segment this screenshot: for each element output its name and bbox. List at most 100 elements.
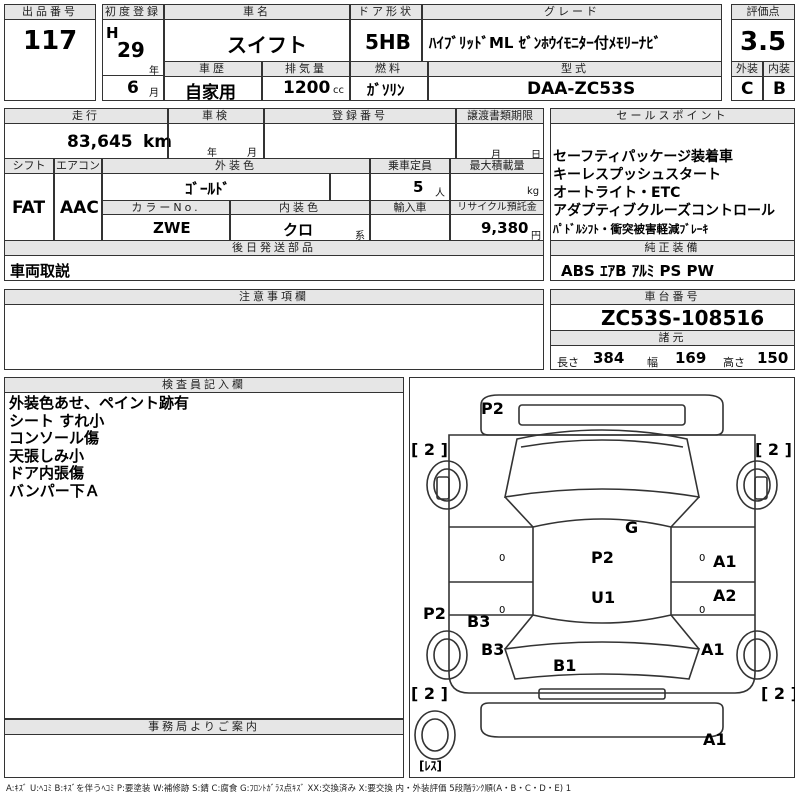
width: 169	[675, 349, 707, 367]
sales-point-item: セーフティパッケージ装着車	[553, 149, 734, 165]
car-diagram-frame	[409, 377, 795, 778]
score-label: 評価点	[731, 4, 795, 20]
later-parts: 車両取説	[10, 262, 71, 280]
inspector-item: ドア内張傷	[9, 464, 85, 482]
lot-number: 117	[23, 26, 78, 56]
reg-no-label: 登録番号	[264, 108, 456, 124]
era: H	[106, 24, 119, 42]
score: 3.5	[740, 27, 787, 57]
later-parts-cell: 車両取説	[4, 255, 544, 281]
zero-left-rear: 0	[499, 605, 505, 616]
interior-cell: B	[763, 76, 795, 101]
inspector-item: バンパー下Ａ	[9, 481, 100, 500]
mark-a1-rear-bumper: A1	[703, 730, 727, 749]
recycle-label: リサイクル預託金	[450, 200, 544, 215]
ext-color-cell: ｺﾞｰﾙﾄﾞ	[102, 173, 330, 201]
dims-cell: 長さ 384 幅 169 高さ 150	[550, 345, 795, 370]
ac-label: エアコン	[54, 158, 102, 174]
chassis-number: ZC53S-108516	[601, 306, 765, 330]
recycle-unit: 円	[531, 231, 541, 242]
mark-g: G	[625, 518, 638, 537]
damage-marks: P2 [ 2 ] [ 2 ] G P2 A1 A2 U1 P2 B3 B3 A1…	[411, 399, 795, 773]
equipment-label: 純正装備	[550, 240, 795, 256]
import-cell	[370, 214, 450, 241]
height: 150	[757, 349, 789, 367]
year-unit: 年	[149, 66, 159, 77]
model-code: DAA-ZC53S	[527, 79, 636, 99]
transfer-cell: 月 日	[456, 123, 544, 161]
first-reg-cell: H 29 年	[102, 19, 164, 77]
office-cell	[4, 734, 404, 778]
mark-bracket-rl: [ 2 ]	[411, 684, 448, 703]
history-label: 車歴	[164, 61, 262, 77]
shift-label: シフト	[4, 158, 54, 174]
car-name-label: 車名	[164, 4, 350, 20]
length: 384	[593, 349, 625, 367]
capacity-unit: 人	[435, 188, 445, 199]
mark-p2-roof: P2	[591, 548, 614, 567]
inspector-item: 天張しみ小	[9, 446, 85, 465]
capacity-label: 乗車定員	[370, 158, 450, 174]
transfer-month-unit: 月	[491, 150, 501, 161]
capacity: 5	[413, 178, 424, 196]
inspection-label: 車検	[168, 108, 264, 124]
inspection-year-unit: 年	[207, 148, 217, 159]
zero-right-front: 0	[699, 553, 705, 564]
transfer-label: 譲渡書類期限	[456, 108, 544, 124]
inspector-list: 外装色あせ、ペイント跡有 シート すれ小 コンソール傷 天張しみ小 ドア内張傷 …	[9, 394, 189, 500]
reg-month: 6	[127, 78, 139, 98]
sales-point-item: オートライト・ETC	[553, 185, 681, 201]
car-diagram: P2 [ 2 ] [ 2 ] G P2 A1 A2 U1 P2 B3 B3 A1…	[411, 394, 795, 773]
door-zeros: 0 0 0 0	[499, 553, 705, 616]
int-color-cell: クロ 系	[230, 214, 370, 242]
displacement-label: 排気量	[262, 61, 350, 77]
car-outline	[436, 394, 768, 738]
ac-cell: AAC	[54, 173, 102, 241]
chassis-cell: ZC53S-108516	[550, 304, 795, 331]
reg-no-cell	[264, 123, 456, 159]
dims-label: 諸元	[550, 330, 795, 346]
mark-b3-left-lower: B3	[481, 640, 504, 659]
lot-label: 出品番号	[4, 4, 96, 20]
exterior-grade: C	[741, 79, 754, 99]
color-no-cell: ZWE	[102, 214, 230, 241]
equipment: ABS ｴｱB ｱﾙﾐ PS PW	[561, 262, 715, 280]
zero-left-front: 0	[499, 553, 505, 564]
door-cell: 5HB	[350, 19, 422, 62]
exterior-label: 外装	[731, 61, 763, 77]
mark-a1-right-front: A1	[713, 552, 737, 571]
interior-label: 内装	[763, 61, 795, 77]
recycle: 9,380	[481, 219, 529, 237]
model-cell: DAA-ZC53S	[428, 76, 722, 101]
width-label: 幅	[647, 356, 658, 369]
car-name: スイフト	[227, 33, 307, 57]
load-unit: kg	[527, 186, 540, 197]
history: 自家用	[185, 83, 236, 103]
load-cell: kg	[450, 173, 544, 201]
mark-a1-right-rear: A1	[701, 640, 725, 659]
sales-point-item: ﾊﾟﾄﾞﾙｼﾌﾄ・衝突被害軽減ﾌﾞﾚｰｷ	[553, 222, 709, 236]
ext-color-label: 外装色	[102, 158, 370, 174]
inspector-item: シート すれ小	[9, 411, 105, 430]
fuel-label: 燃料	[350, 61, 428, 77]
door-type: 5HB	[365, 30, 411, 54]
int-color-unit: 系	[355, 231, 365, 242]
chassis-label: 車台番号	[550, 289, 795, 305]
sales-point-item: キーレスプッシュスタート	[553, 167, 721, 183]
sales-points-label: セールスポイント	[550, 108, 795, 124]
inspector-label: 検査員記入欄	[4, 377, 404, 393]
mileage-label: 走行	[4, 108, 168, 124]
mileage-cell: 83,645 km	[4, 123, 172, 159]
km-unit: km	[143, 132, 173, 152]
displacement: 1200	[283, 78, 331, 98]
import-label: 輸入車	[370, 200, 450, 215]
zero-right-rear: 0	[699, 605, 705, 616]
mileage: 83,645	[67, 132, 133, 152]
inspection-month-unit: 月	[247, 148, 257, 159]
fuel-cell: ｶﾞｿﾘﾝ	[350, 76, 428, 101]
ac: AAC	[60, 198, 99, 218]
sales-points-cell: セーフティパッケージ装着車 キーレスプッシュスタート オートライト・ETC アダ…	[550, 123, 795, 241]
color-no-label: カラーNo.	[102, 200, 230, 215]
notes-label: 注意事項欄	[4, 289, 544, 305]
tires	[414, 460, 778, 760]
